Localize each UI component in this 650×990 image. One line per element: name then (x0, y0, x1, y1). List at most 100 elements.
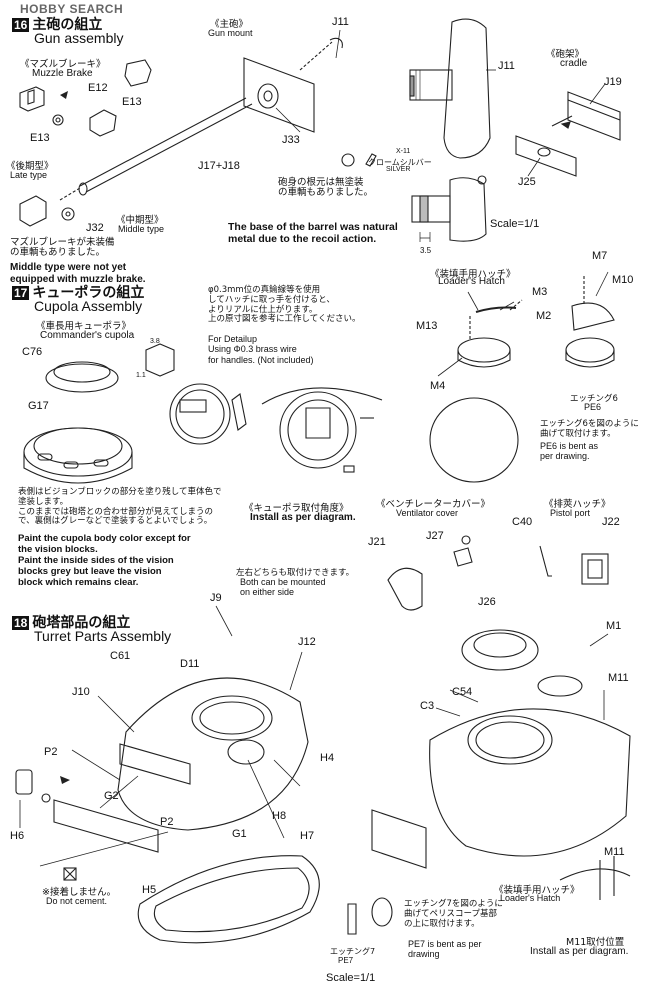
part-label: J9 (210, 592, 222, 604)
part-label: C54 (452, 686, 473, 698)
part-label: G17 (28, 400, 49, 412)
part-label: C3 (420, 700, 435, 712)
paint-note-jp: 表側はビジョンブロックの部分を塗り残して車体色で 塗装します。 このままでは砲塔… (18, 487, 222, 527)
step16-title-en: Gun assembly (34, 30, 124, 46)
m11-position-en: Install as per diagram. (530, 946, 629, 957)
cupola-dim-b: 1.1 (136, 372, 146, 379)
no-cement-jp: ※接着しません。 (42, 887, 117, 898)
part-label: E13 (122, 96, 142, 108)
part-label: J26 (478, 596, 496, 608)
cupola-dim-a: 3.8 (150, 338, 160, 345)
turret-left-drawing (15, 677, 309, 853)
late-type-label-jp: 《後期型》 (6, 161, 54, 172)
cupola-angle-jp: 《キューポラ取付角度》 (244, 503, 349, 514)
step16-title-jp: 主砲の組立 (32, 17, 103, 33)
silver-label-en: SILVER (386, 166, 411, 173)
commander-cupola-jp: 《車長用キューポラ》 (36, 321, 132, 332)
step16-number: 16 (12, 18, 30, 32)
part-label: J27 (426, 530, 444, 542)
brush-icon (365, 153, 377, 167)
mantlet-drawing (409, 18, 491, 159)
part-label: H7 (300, 830, 315, 842)
step18-title-jp: 砲塔部品の組立 (32, 615, 131, 631)
part-label: J10 (72, 686, 90, 698)
cupola-hatch-drawing (169, 383, 247, 445)
ventilator-jp: 《ベンチレーターカバー》 (376, 499, 491, 510)
cradle-label-jp: 《砲架》 (546, 49, 585, 60)
part-label: M11 (608, 672, 629, 684)
gun-mount-label-en: Gun mount (208, 28, 253, 38)
loader-hatch2-en: Loader's Hatch (500, 893, 561, 903)
turret-ring-drawing (137, 855, 320, 944)
part-label: J33 (282, 134, 300, 146)
paint-note-en: Paint the cupola body color except for t… (18, 533, 191, 588)
muzzle-brake-label-jp: 《マズルブレーキ》 (20, 59, 106, 70)
part-label: C76 (22, 346, 43, 358)
cupola-angle-drawing (261, 387, 383, 473)
detail-note-jp: φ0.3mm位の真鍮線等を使用 してハッチに取っ手を付けると、 よりリアルに仕上… (208, 285, 361, 325)
part-label: E13 (30, 132, 50, 144)
muzzle-note-en: Middle type were not yet equipped with m… (10, 262, 146, 285)
part-label: G1 (232, 828, 247, 840)
etching6-label: エッチング6 (570, 394, 618, 404)
loader-hatch2-jp: 《装填手用ハッチ》 (494, 885, 580, 896)
late-type-label-en: Late type (10, 170, 48, 180)
middle-type-label-jp: 《中期型》 (116, 215, 164, 226)
etching7-label: エッチング7 (330, 947, 376, 956)
cupola-drawing (23, 361, 133, 484)
part-label: E12 (88, 82, 108, 94)
part-label: M11 (604, 846, 625, 858)
part-label: J12 (298, 636, 316, 648)
part-label: J22 (602, 516, 620, 528)
step18-number: 18 (12, 616, 30, 630)
step17-title-en: Cupola Assembly (34, 298, 143, 314)
loader-hatch-en: Loader's Hatch (438, 276, 505, 287)
part-label: H6 (10, 830, 25, 842)
natural-note-en: The base of the barrel was natural metal… (228, 221, 398, 246)
etching6-note-jp: エッチング6を図のように 曲げて取付けます。 (540, 419, 639, 439)
part-label: H5 (142, 884, 157, 896)
etching7-code: PE7 (338, 956, 354, 965)
part-label: J25 (518, 176, 536, 188)
part-label: M2 (536, 310, 552, 322)
step16-scale: Scale=1/1 (490, 218, 540, 230)
turret-right-drawing (371, 629, 631, 869)
muzzle-brake-label-en: Muzzle Brake (32, 68, 93, 79)
part-label: M4 (430, 380, 446, 392)
silver-code: X-11 (396, 148, 411, 155)
pistol-port-en: Pistol port (550, 508, 591, 518)
gun-barrel-drawing (59, 97, 253, 201)
part-label: J19 (604, 76, 622, 88)
ventilator-drawing (387, 535, 473, 611)
part-label: J11 (332, 16, 349, 28)
part-label: J17+J18 (198, 160, 240, 172)
part-label: M1 (606, 620, 622, 632)
part-label: M3 (532, 286, 548, 298)
part-label: J21 (368, 536, 386, 548)
part-label: P2 (160, 816, 174, 828)
mantlet-lower-drawing (411, 175, 487, 242)
muzzle-brake-drawing (19, 59, 152, 137)
loader-hatch-jp: 《装填手用ハッチ》 (430, 269, 516, 280)
etching6-code: PE6 (584, 402, 602, 412)
part-label: H4 (320, 752, 335, 764)
part-label: C40 (512, 516, 533, 528)
paint-icon (341, 153, 355, 167)
middle-type-label-en: Middle type (118, 224, 165, 234)
ventilator-en: Ventilator cover (396, 508, 459, 518)
mount-note-jp: 左右どちらも取付けできます。 (236, 568, 355, 578)
natural-note-jp: 砲身の根元は無塗装 の車輌もありました。 (278, 177, 374, 199)
step18-scale: Scale=1/1 (326, 972, 376, 984)
pistol-port-jp: 《排莢ハッチ》 (544, 499, 611, 510)
cupola-angle-en: Install as per diagram. (250, 512, 356, 523)
commander-cupola-en: Commander's cupola (40, 330, 135, 341)
part-label: G2 (104, 790, 119, 802)
part-label: J11 (498, 60, 515, 72)
part-label: D11 (180, 658, 200, 670)
part-label: H8 (272, 810, 287, 822)
part-label: M13 (416, 320, 438, 332)
